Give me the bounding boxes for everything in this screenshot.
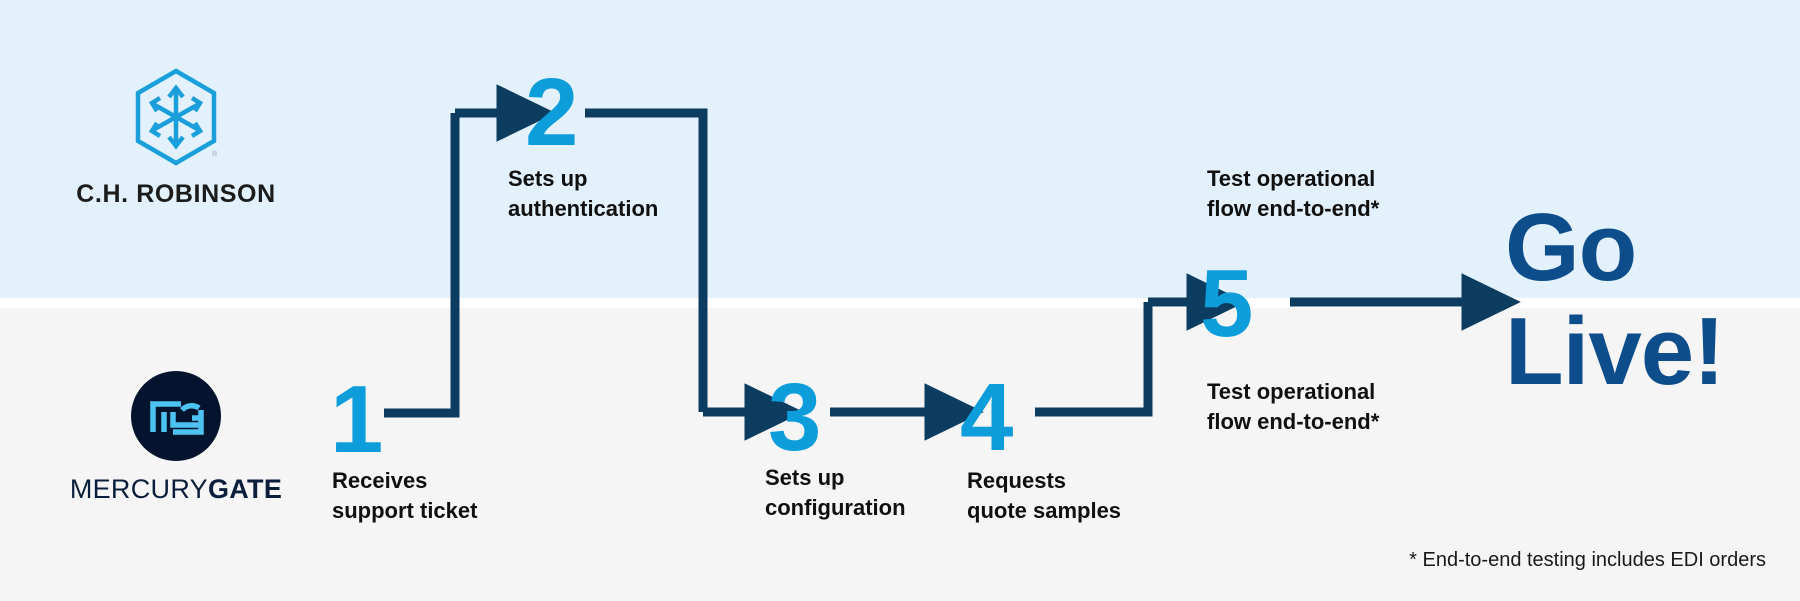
step-number-3: 3 <box>768 364 821 471</box>
step-caption-1: Receives support ticket <box>332 468 478 524</box>
chrobinson-wordmark: C.H. ROBINSON <box>76 180 276 208</box>
lane-band-chrobinson <box>0 0 1800 298</box>
step-number-2: 2 <box>525 59 578 166</box>
mercurygate-wordmark-light: MERCURY <box>69 474 208 504</box>
footnote-text: * End-to-end testing includes EDI orders <box>1409 549 1766 571</box>
mercurygate-logo: MERCURYGATE <box>66 370 286 505</box>
chrobinson-logo: ® C.H. ROBINSON <box>66 68 286 209</box>
step-caption-2: Sets up authentication <box>508 166 659 222</box>
mercurygate-wordmark-bold: GATE <box>207 474 283 504</box>
chrobinson-cube-icon: ® <box>66 68 286 166</box>
step-caption-3: Sets up configuration <box>765 465 906 521</box>
mercurygate-wordmark: MERCURYGATE <box>66 474 286 505</box>
svg-text:®: ® <box>212 150 218 158</box>
lane-band-divider <box>0 298 1800 308</box>
step-number-5: 5 <box>1200 250 1253 357</box>
step-number-1: 1 <box>330 366 383 473</box>
step-caption-4: Requests quote samples <box>967 468 1122 524</box>
lane-band-mercurygate <box>0 308 1800 601</box>
step-caption-5-top: Test operational flow end-to-end* <box>1207 166 1380 222</box>
step-caption-5-bottom: Test operational flow end-to-end* <box>1207 379 1380 435</box>
step-number-4: 4 <box>960 364 1013 471</box>
mercurygate-mg-icon <box>66 370 286 462</box>
go-live-label: Go Live! <box>1505 194 1725 405</box>
